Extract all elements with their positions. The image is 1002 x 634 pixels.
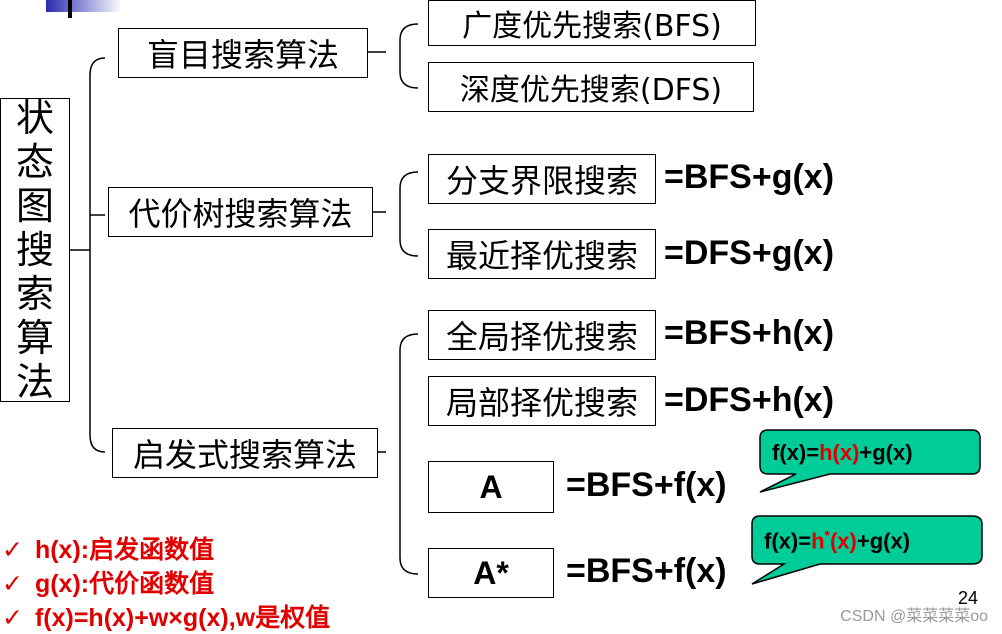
callout-highlight: h(x) xyxy=(819,440,860,465)
heuristic-bracket xyxy=(378,333,419,575)
formula-a: =BFS+f(x) xyxy=(566,466,727,504)
callout-text-1: f(x)=h(x)+g(x) xyxy=(772,440,913,466)
check-icon: ✓ xyxy=(2,570,23,598)
method-dfs: 深度优先搜索(DFS) xyxy=(428,62,754,112)
cost-bracket xyxy=(373,171,419,257)
method-label: A* xyxy=(473,554,509,591)
method-branch-bound: 分支界限搜索 xyxy=(428,154,656,204)
legend-item-g: ✓ g(x):代价函数值 xyxy=(2,564,214,600)
title-accent-tick xyxy=(68,0,72,18)
check-icon: ✓ xyxy=(2,604,23,632)
method-label: 深度优先搜索(DFS) xyxy=(459,73,723,108)
method-label: A xyxy=(479,468,503,505)
formula-a-star: =BFS+f(x) xyxy=(566,552,727,590)
root-title-box: 状态图搜索算法 xyxy=(0,96,70,404)
callout-post: +g(x) xyxy=(859,440,913,465)
callout-highlight: h xyxy=(811,528,825,554)
method-label: 全局择优搜索 xyxy=(445,318,638,356)
category-label: 盲目搜索算法 xyxy=(146,36,339,74)
formula-nearest-best: =DFS+g(x) xyxy=(664,234,835,272)
title-accent-bar xyxy=(46,0,122,12)
method-nearest-best: 最近择优搜索 xyxy=(428,229,656,279)
callout-pre: f(x)= xyxy=(772,440,820,465)
page-number: 24 xyxy=(957,588,978,608)
callout-pre: f(x)= xyxy=(764,528,812,554)
method-global-best: 全局择优搜索 xyxy=(428,310,656,360)
method-a-star-basic: A xyxy=(428,461,554,513)
callout-text-2: f(x)=h*(x)+g(x) xyxy=(764,527,910,554)
legend-item-f: ✓ f(x)=h(x)+w×g(x),w是权值 xyxy=(2,598,330,634)
root-title: 状态图搜索算法 xyxy=(16,96,55,404)
method-label: 最近择优搜索 xyxy=(445,237,638,275)
method-label: 广度优先搜索(BFS) xyxy=(462,9,722,44)
method-bfs: 广度优先搜索(BFS) xyxy=(428,0,756,46)
callout-superscript: * xyxy=(824,527,830,543)
formula-branch-bound: =BFS+g(x) xyxy=(664,158,835,196)
callout-highlight: (x) xyxy=(829,528,857,554)
callout-post: +g(x) xyxy=(856,528,911,554)
category-blind-search: 盲目搜索算法 xyxy=(118,28,368,78)
legend-text: g(x):代价函数值 xyxy=(34,570,215,598)
formula-global-best: =BFS+h(x) xyxy=(664,314,835,352)
legend-text: f(x)=h(x)+w×g(x),w是权值 xyxy=(34,604,331,632)
legend-item-h: ✓ h(x):启发函数值 xyxy=(2,530,214,566)
method-label: 局部择优搜索 xyxy=(445,384,638,422)
method-local-best: 局部择优搜索 xyxy=(428,376,656,426)
method-label: 分支界限搜索 xyxy=(445,162,638,200)
root-bracket xyxy=(70,57,106,453)
callout-bubble-1 xyxy=(759,429,981,493)
category-cost-tree-search: 代价树搜索算法 xyxy=(108,187,373,237)
check-icon: ✓ xyxy=(2,536,23,564)
callout-bubble-2 xyxy=(751,515,983,585)
category-heuristic-search: 启发式搜索算法 xyxy=(112,428,378,478)
method-a-star: A* xyxy=(428,548,554,598)
category-label: 启发式搜索算法 xyxy=(132,436,357,474)
blind-bracket xyxy=(368,23,419,89)
legend-text: h(x):启发函数值 xyxy=(34,536,215,564)
category-label: 代价树搜索算法 xyxy=(128,195,353,233)
watermark: CSDN @菜菜菜菜oo xyxy=(840,608,988,625)
formula-local-best: =DFS+h(x) xyxy=(664,381,835,419)
